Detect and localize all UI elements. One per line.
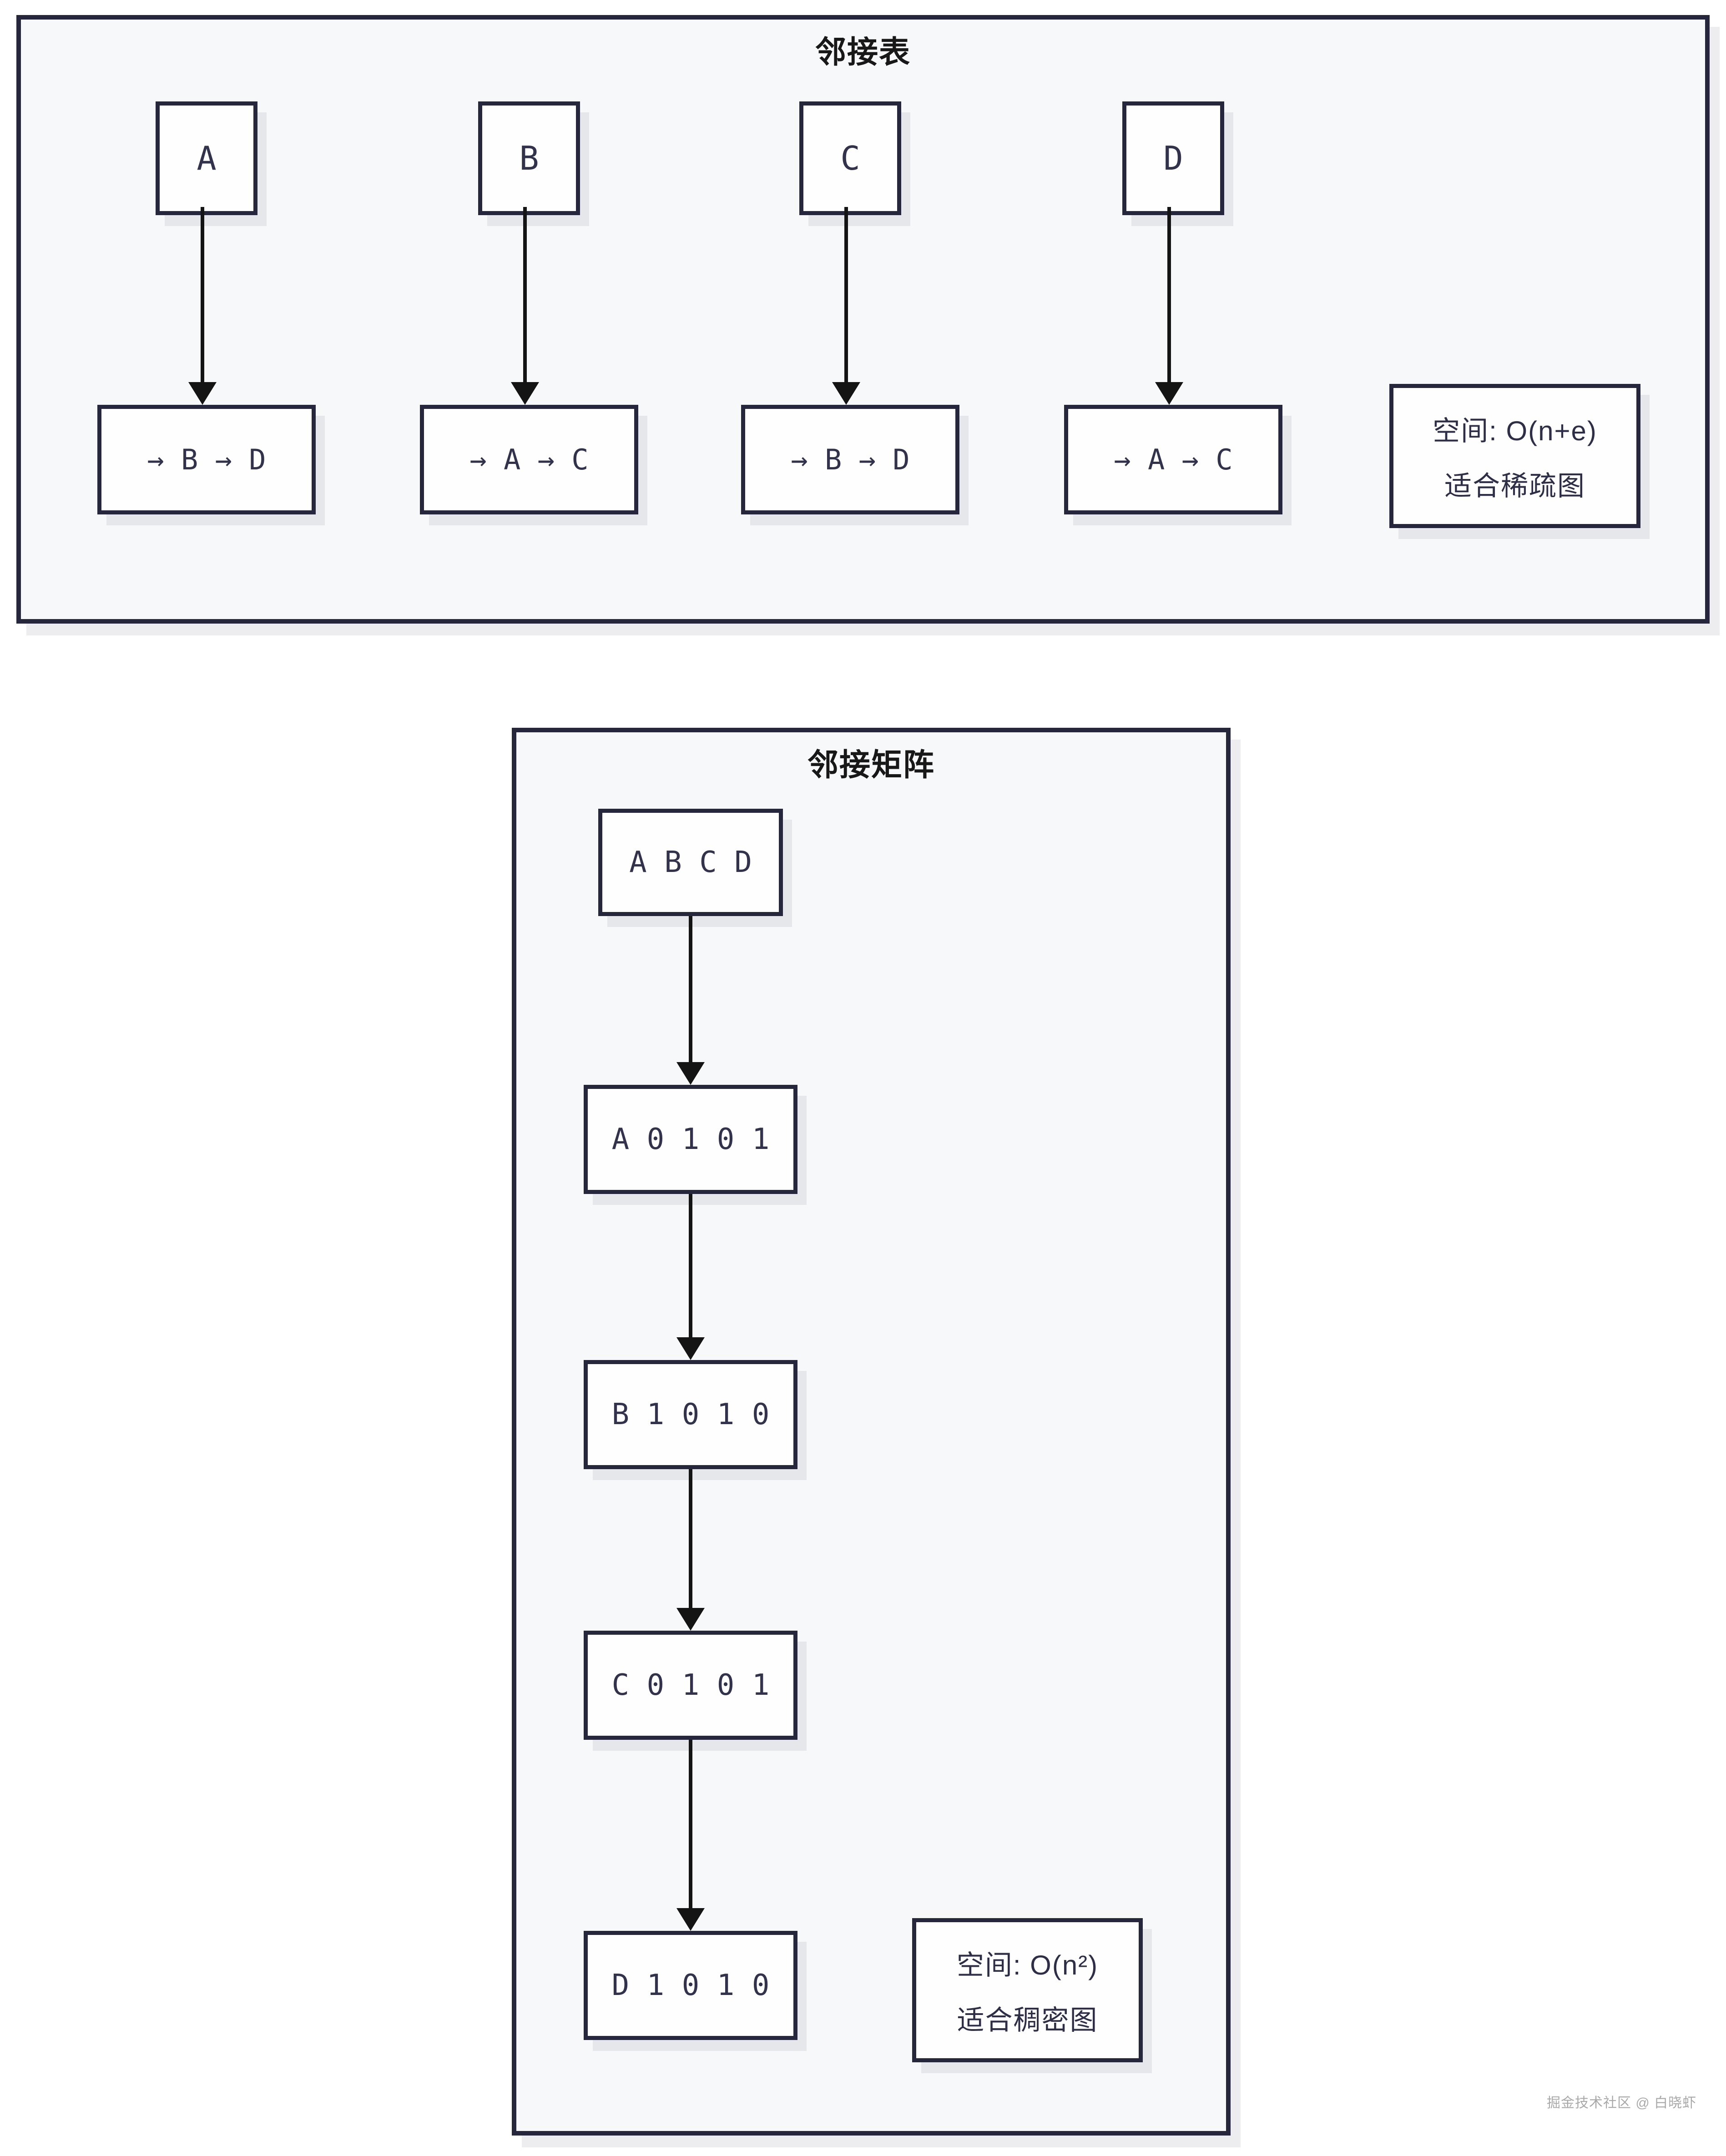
- arrow-down-icon: [510, 207, 540, 405]
- vertex-box-b: B: [478, 101, 580, 215]
- matrix-header-row: A B C D: [598, 809, 783, 916]
- vertex-box-a: A: [156, 101, 257, 215]
- vertex-box-c: C: [799, 101, 901, 215]
- adjacency-list-panel: 邻接表 A B C D → B → D → A → C → B → D → A …: [16, 15, 1710, 624]
- adjacency-matrix-panel: 邻接矩阵 A B C D A 0 1 0 1 B 1 0 1 0 C 0 1 0…: [512, 728, 1231, 2136]
- arrow-down-icon: [188, 207, 217, 405]
- neighbor-list-c: → B → D: [741, 405, 959, 514]
- adjacency-matrix-note: 空间: O(n²) 适合稠密图: [912, 1918, 1143, 2062]
- note-space-complexity: 空间: O(n+e): [1433, 415, 1597, 446]
- vertex-box-d: D: [1122, 101, 1224, 215]
- matrix-row-c: C 0 1 0 1: [584, 1631, 797, 1740]
- arrow-down-icon: [676, 1469, 705, 1631]
- adjacency-list-title: 邻接表: [815, 35, 911, 70]
- arrow-down-icon: [676, 1740, 705, 1931]
- arrow-down-icon: [832, 207, 861, 405]
- neighbor-list-b: → A → C: [420, 405, 638, 514]
- note-space-complexity: 空间: O(n²): [956, 1949, 1099, 1980]
- arrow-down-icon: [1155, 207, 1184, 405]
- adjacency-list-note: 空间: O(n+e) 适合稀疏图: [1389, 384, 1640, 528]
- note-fit-text: 适合稀疏图: [1444, 470, 1585, 501]
- matrix-row-d: D 1 0 1 0: [584, 1931, 797, 2040]
- note-fit-text: 适合稠密图: [957, 2005, 1098, 2035]
- arrow-down-icon: [676, 916, 705, 1085]
- matrix-row-a: A 0 1 0 1: [584, 1085, 797, 1194]
- neighbor-list-d: → A → C: [1064, 405, 1282, 514]
- neighbor-list-a: → B → D: [97, 405, 316, 514]
- arrow-down-icon: [676, 1194, 705, 1360]
- watermark: 掘金技术社区 @ 白晓虾: [1547, 2096, 1697, 2111]
- adjacency-matrix-title: 邻接矩阵: [807, 748, 935, 782]
- matrix-row-b: B 1 0 1 0: [584, 1360, 797, 1469]
